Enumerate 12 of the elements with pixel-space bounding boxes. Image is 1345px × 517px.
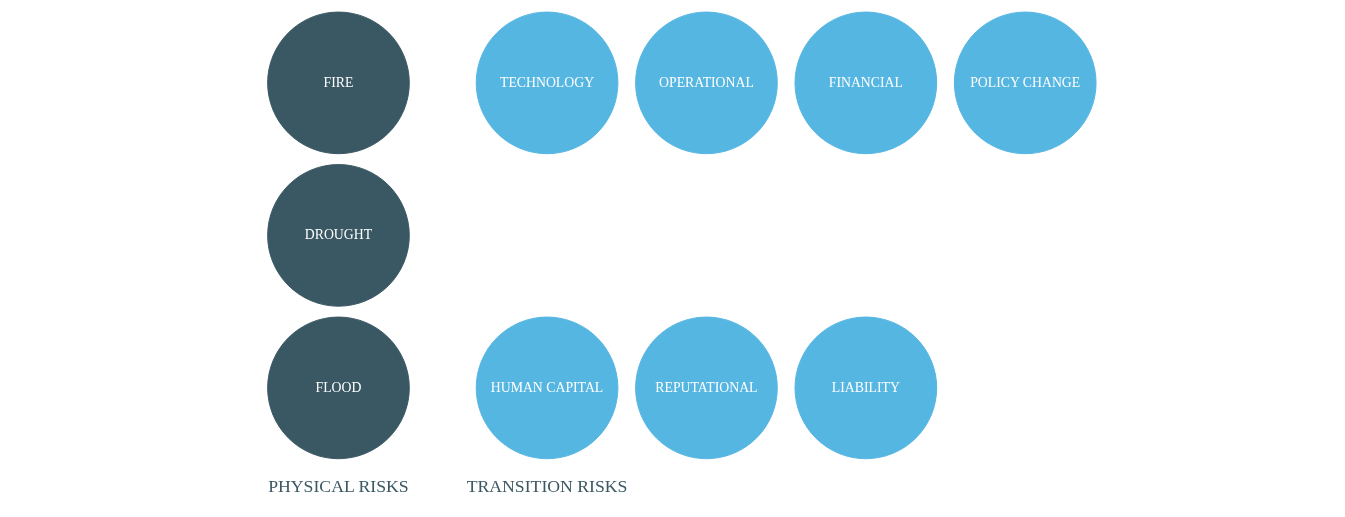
node-circle: DROUGHT (267, 164, 410, 307)
label: PHYSICAL RISKS (268, 475, 409, 496)
node-circle: FINANCIAL (794, 11, 938, 155)
node-circle: OPERATIONAL (635, 11, 778, 155)
node-circle: TECHNOLOGY (475, 11, 619, 155)
node-circle: HUMAN CAPITAL (475, 316, 619, 460)
node-circle: FLOOD (267, 316, 410, 460)
node-circle: LIABILITY (794, 316, 938, 460)
node-circle: POLICY CHANGE (953, 11, 1097, 155)
node-circle: REPUTATIONAL (635, 316, 778, 460)
node-circle: FIRE (267, 11, 410, 155)
label: TRANSITION RISKS (466, 475, 628, 496)
